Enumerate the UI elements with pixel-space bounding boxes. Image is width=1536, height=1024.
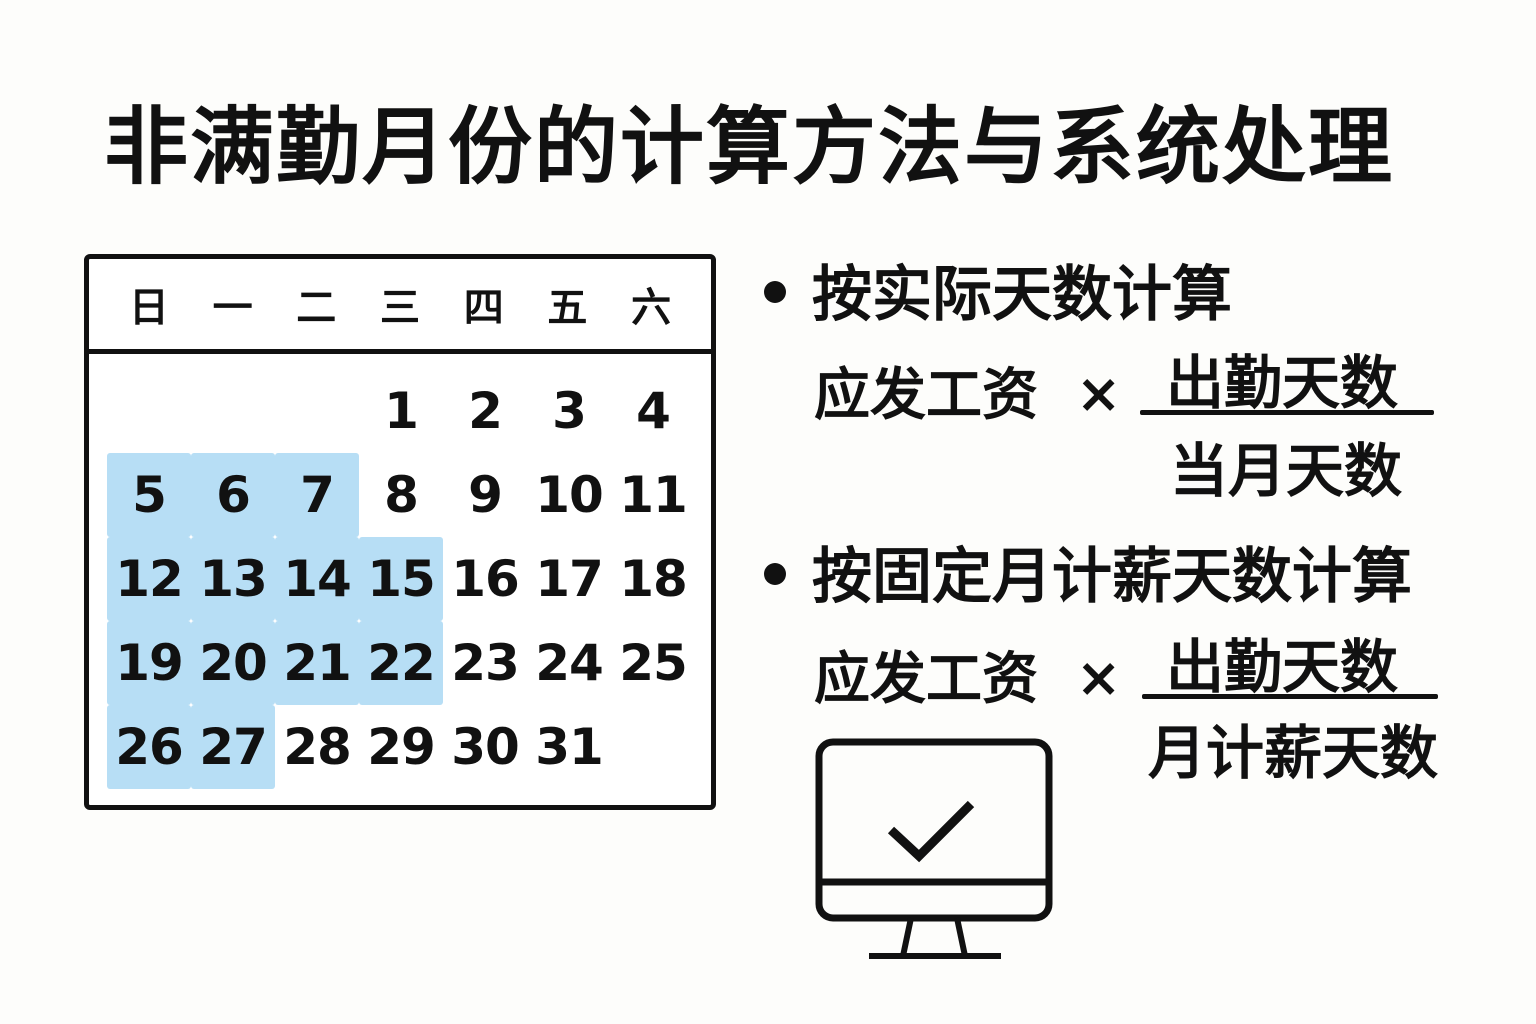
calendar-empty-cell: [191, 369, 275, 453]
calendar-day-highlighted: 7: [275, 453, 359, 537]
formula-denominator: 当月天数: [1170, 437, 1403, 505]
calendar-day: 16: [451, 550, 520, 608]
calendar-day: 8: [384, 466, 419, 524]
calendar-day: 17: [535, 550, 604, 608]
calendar-weekday-header: 日 一 二 三 四 五 六: [89, 259, 711, 354]
fraction-bar: [1142, 694, 1438, 699]
calendar-day: 18: [619, 550, 688, 608]
weekday-thu: 四: [463, 285, 504, 331]
bullet-dot-icon: [764, 281, 786, 304]
calendar-day-highlighted: 26: [107, 705, 191, 789]
calendar-day: 10: [535, 466, 604, 524]
method-1-heading: 按实际天数计算: [764, 246, 1232, 333]
calendar-day-highlighted: 27: [191, 705, 275, 789]
page-title: 非满勤月份的计算方法与系统处理: [104, 98, 1395, 196]
calendar-day: 28: [283, 718, 352, 776]
formula-numerator: 出勤天数: [1166, 633, 1399, 701]
calendar-day-highlighted: 19: [107, 621, 191, 705]
formula-denominator: 月计薪天数: [1148, 719, 1439, 787]
calendar-day-highlighted: 12: [107, 537, 191, 621]
calendar-day: 3: [552, 382, 587, 440]
formula-lhs: 应发工资: [814, 647, 1038, 712]
calendar-day: 2: [468, 382, 503, 440]
calendar-day: 30: [451, 718, 520, 776]
calendar-day: 31: [535, 718, 604, 776]
bullet-dot-icon: [764, 563, 786, 586]
calendar-day-highlighted: 5: [107, 453, 191, 537]
calendar-day-highlighted: 21: [275, 621, 359, 705]
calendar-day-highlighted: 13: [191, 537, 275, 621]
calendar-day: 9: [468, 466, 503, 524]
calendar-day: 1: [384, 382, 419, 440]
method-2-heading: 按固定月计薪天数计算: [764, 528, 1412, 615]
calendar-day-highlighted: 15: [359, 537, 443, 621]
weekday-sat: 六: [631, 285, 672, 331]
calendar-day: 11: [619, 466, 688, 524]
multiply-operator: ×: [1076, 646, 1122, 709]
calendar-day: 29: [367, 718, 436, 776]
calendar-day: 4: [636, 382, 671, 440]
calendar-day: 24: [535, 634, 604, 692]
fraction-bar: [1140, 410, 1434, 415]
formula-numerator: 出勤天数: [1166, 349, 1399, 417]
calendar-day-highlighted: 6: [191, 453, 275, 537]
monitor-check-icon: [815, 738, 1055, 972]
method-2-formula: 应发工资 × 出勤天数 月计薪天数: [814, 624, 1474, 787]
weekday-fri: 五: [547, 285, 588, 331]
formula-lhs: 应发工资: [814, 363, 1038, 428]
method-1-formula: 应发工资 × 出勤天数 当月天数: [814, 340, 1454, 505]
method-2-label: 按固定月计薪天数计算: [812, 542, 1412, 612]
multiply-operator: ×: [1076, 362, 1122, 425]
calendar-day-highlighted: 20: [191, 621, 275, 705]
method-1-label: 按实际天数计算: [812, 260, 1232, 330]
weekday-wed: 三: [379, 285, 420, 331]
calendar-empty-cell: [107, 369, 191, 453]
calendar-day: 23: [451, 634, 520, 692]
calendar-day: 25: [619, 634, 688, 692]
weekday-sun: 日: [128, 285, 169, 331]
weekday-tue: 二: [296, 285, 337, 331]
weekday-mon: 一: [212, 285, 253, 331]
calendar-empty-cell: [275, 369, 359, 453]
calendar-day-highlighted: 22: [359, 621, 443, 705]
calendar-day-highlighted: 14: [275, 537, 359, 621]
